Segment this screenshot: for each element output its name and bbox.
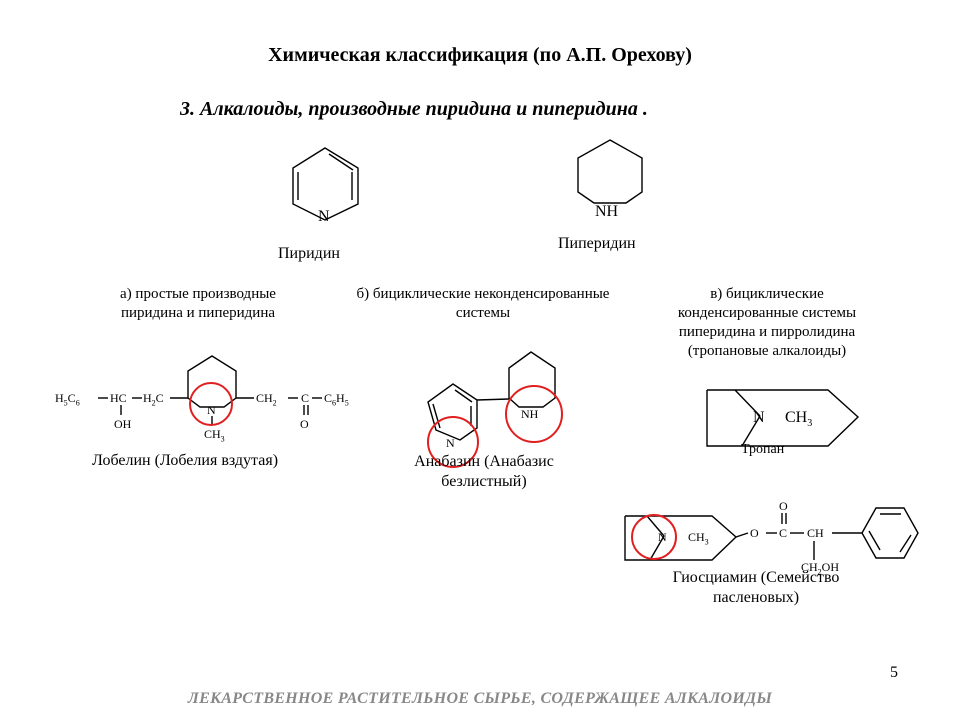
page-number: 5 bbox=[890, 664, 898, 681]
anabasin-piperidine-nh: NH bbox=[521, 407, 539, 421]
hyoscyamine-phenyl-ring bbox=[861, 507, 919, 559]
lobelin-oh: OH bbox=[114, 417, 132, 431]
anabasin-pyridine-ring bbox=[427, 383, 478, 441]
lobelin-carbonyl-o: O bbox=[300, 417, 309, 431]
pyridine-nitrogen-atom: N bbox=[318, 208, 330, 225]
section-a-heading: а) простые производные пиридина и пипери… bbox=[120, 286, 276, 321]
hyoscyamine-ester-bond-1 bbox=[735, 532, 749, 538]
hyoscyamine-ch2oh: CH2OH bbox=[801, 560, 840, 577]
lobelin-label: Лобелин (Лобелия вздутая) bbox=[92, 452, 279, 469]
lobelin-hc: HC bbox=[110, 391, 127, 405]
lobelin-ch2: CH2 bbox=[256, 391, 277, 408]
tropane-nitrogen: N bbox=[753, 409, 765, 426]
lobelin-ch3: CH3 bbox=[204, 427, 225, 444]
piperidine-ring bbox=[577, 139, 643, 204]
lobelin-h2c: H2C bbox=[143, 391, 164, 408]
piperidine-label: Пиперидин bbox=[558, 235, 636, 252]
lobelin-h5c6: H5C6 bbox=[55, 391, 80, 408]
lobelin-ring bbox=[98, 355, 322, 424]
hyoscyamine-ch: CH bbox=[807, 526, 824, 540]
page-title: Химическая классификация (по А.П. Орехов… bbox=[268, 44, 692, 66]
anabasin-piperidine-ring bbox=[508, 351, 556, 408]
tropane-label: Тропан bbox=[741, 442, 785, 457]
tropane-ch3: CH3 bbox=[785, 409, 813, 430]
anabasin-piperidine-nitrogen-highlight bbox=[505, 385, 563, 443]
page-subtitle: 3. Алкалоиды, производные пиридина и пип… bbox=[180, 98, 648, 120]
hyoscyamine-label: Гиосциамин (Семейство пасленовых) bbox=[672, 569, 840, 606]
anabasin-label: Анабазин (Анабазис безлистный) bbox=[414, 453, 554, 490]
lobelin-nitrogen-highlight bbox=[189, 382, 233, 426]
hyoscyamine-ester-o: O bbox=[750, 526, 759, 540]
pyridine-ring bbox=[292, 147, 359, 221]
pyridine-label: Пиридин bbox=[278, 245, 340, 262]
section-b-heading: б) бициклические неконденсированные сист… bbox=[356, 286, 610, 321]
tropane-skeleton bbox=[706, 389, 860, 447]
hyoscyamine-ch3: CH3 bbox=[688, 530, 709, 547]
lobelin-nitrogen-atom: N bbox=[207, 403, 216, 417]
anabasin-pyridine-nitrogen: N bbox=[446, 436, 455, 450]
footer-title: ЛЕКАРСТВЕННОЕ РАСТИТЕЛЬНОЕ СЫРЬЕ, СОДЕРЖ… bbox=[187, 690, 773, 707]
anabasin-pyridine-nitrogen-highlight bbox=[427, 416, 479, 468]
hyoscyamine-nitrogen-highlight bbox=[631, 514, 677, 560]
lobelin-c: C bbox=[301, 391, 310, 405]
piperidine-nh-atom: NH bbox=[595, 203, 619, 220]
anabasin-connecting-bond bbox=[476, 398, 510, 401]
hyoscyamine-c: C bbox=[779, 526, 788, 540]
lobelin-c6h5: C6H5 bbox=[324, 391, 349, 408]
hyoscyamine-tropane-skeleton bbox=[624, 515, 738, 561]
hyoscyamine-carbonyl-o: O bbox=[779, 499, 788, 513]
section-c-heading: в) бициклические конденсированные систем… bbox=[677, 286, 857, 359]
hyoscyamine-nitrogen: N bbox=[658, 530, 667, 544]
